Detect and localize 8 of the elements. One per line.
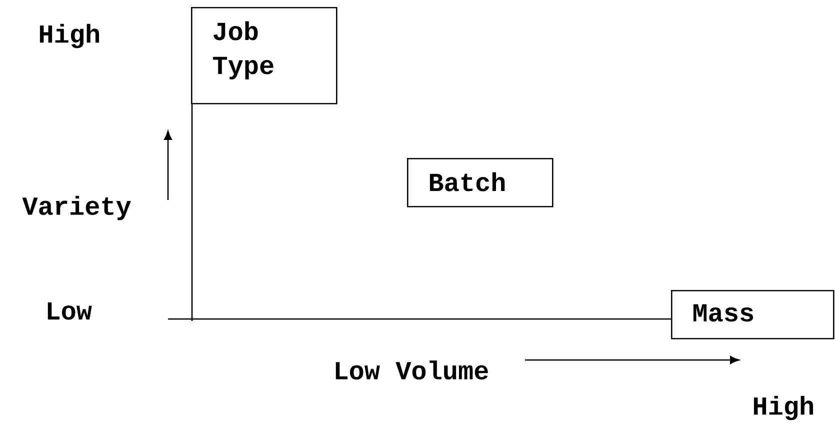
axis-label: High — [754, 396, 814, 420]
axis-label: Low — [48, 302, 92, 320]
type-box: Batch — [407, 158, 554, 208]
type-box: Mass — [671, 290, 834, 340]
type-box: Job Type — [191, 7, 338, 104]
axis-label: Low Volume — [336, 360, 488, 380]
axis-label: Variety — [22, 196, 131, 220]
axis-label: High — [40, 24, 100, 48]
